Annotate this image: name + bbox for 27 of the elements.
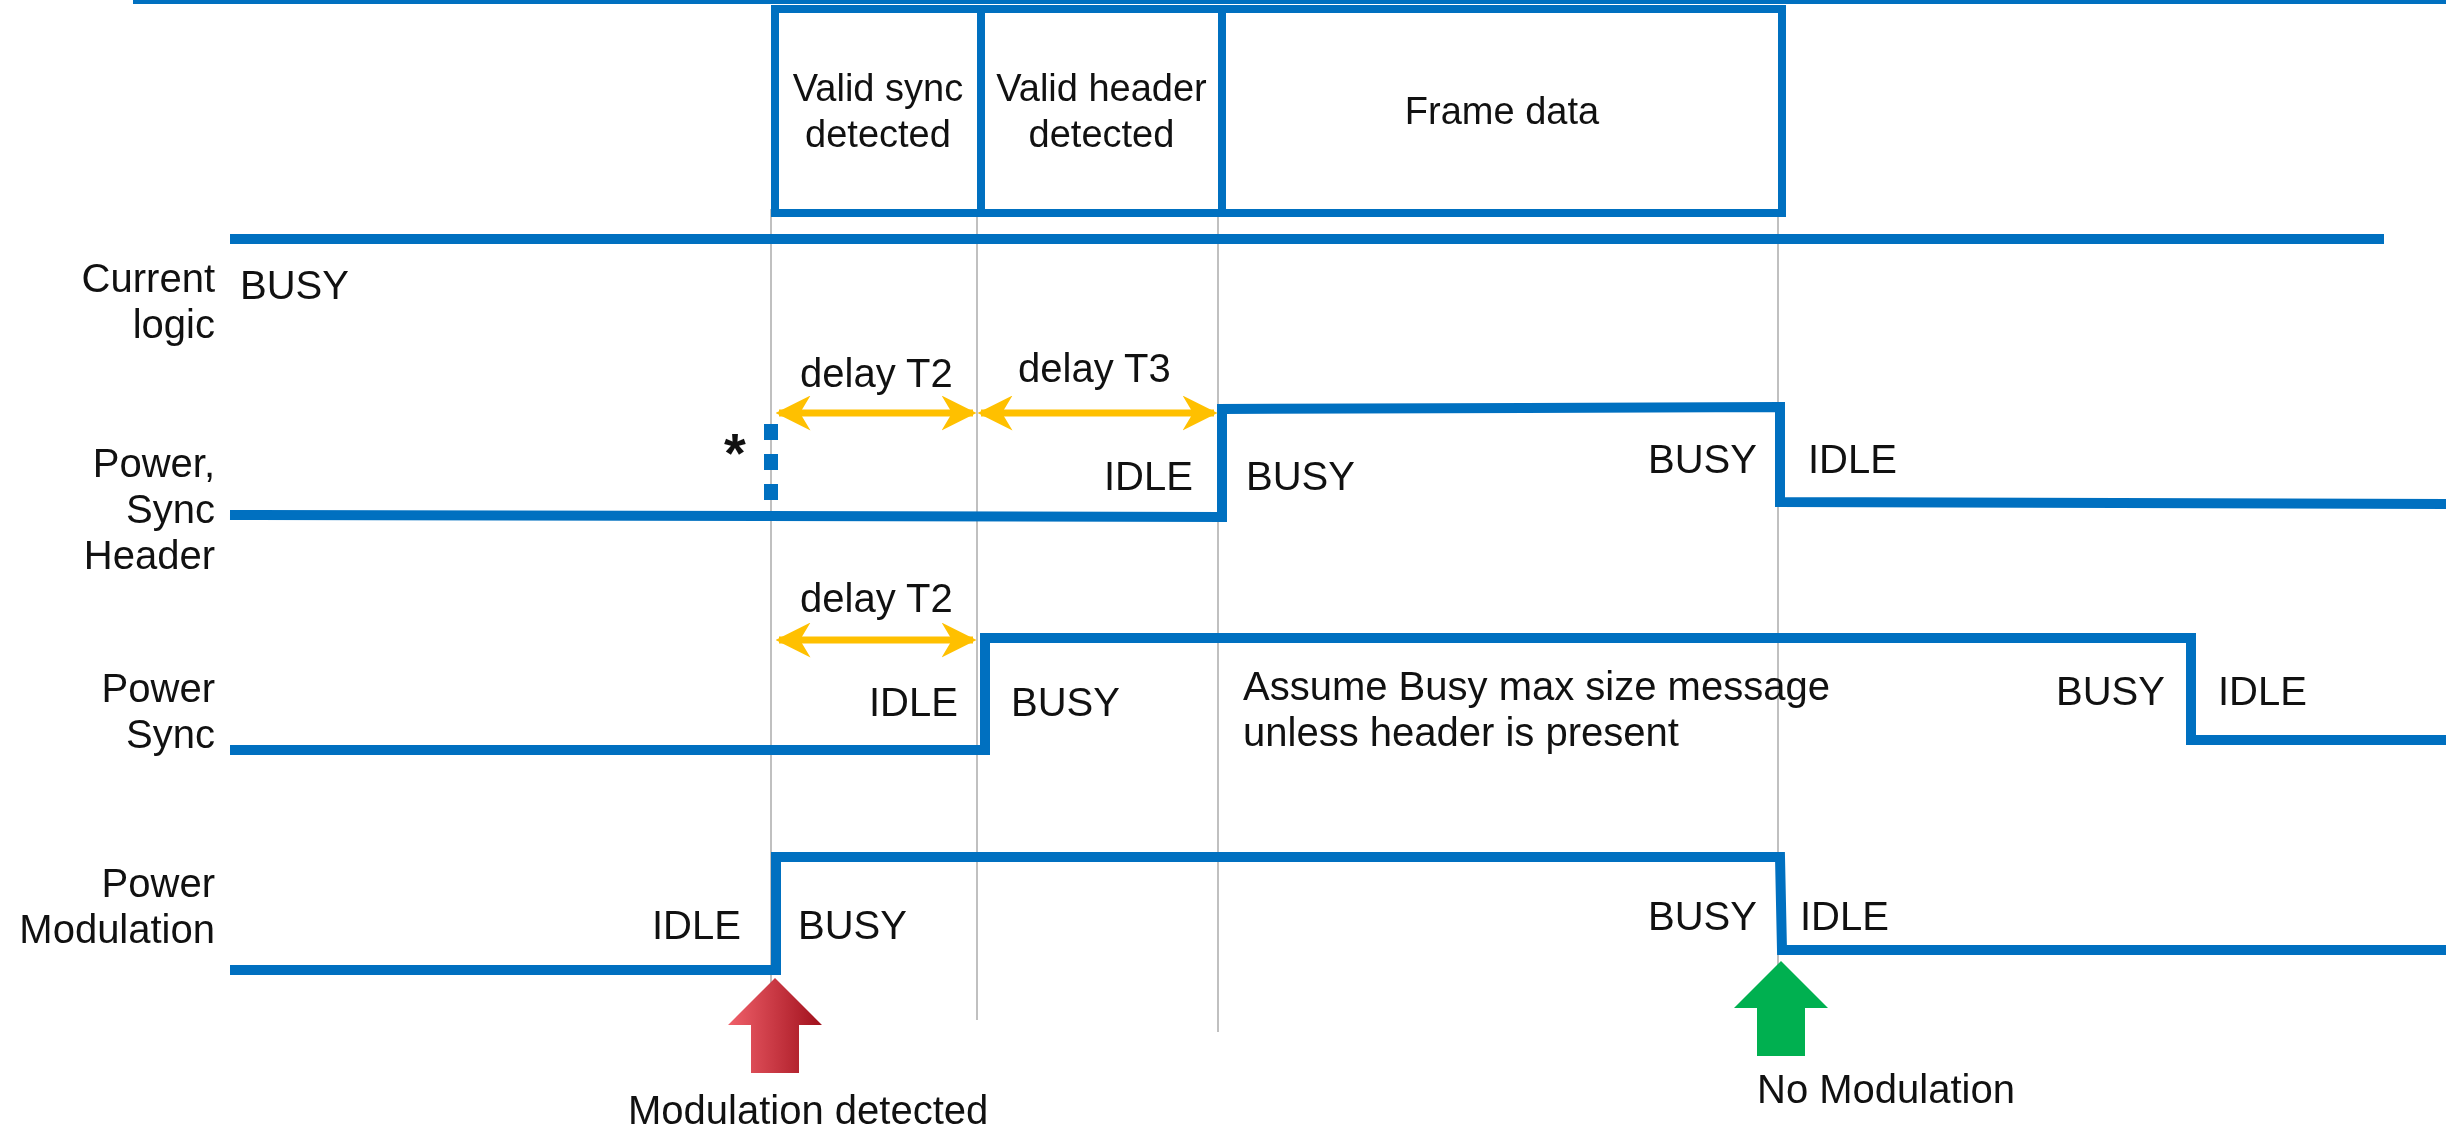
state-label: BUSY: [240, 262, 349, 308]
delay-label: delay T2: [800, 575, 953, 621]
phase-label: Valid sync detected: [791, 66, 965, 157]
state-label: IDLE: [1808, 436, 1897, 482]
phase-label: Frame data: [1404, 89, 1600, 134]
signal-name: Power Modulation: [18, 860, 215, 952]
state-label: BUSY: [1648, 436, 1757, 482]
state-label: IDLE: [652, 902, 741, 948]
delay-label: delay T3: [1018, 345, 1171, 391]
note-text: Assume Busy max size message unless header is present: [1243, 663, 1831, 755]
signal-name: Current logic: [80, 255, 215, 347]
signal-name: Power, Sync Header: [82, 440, 215, 578]
event-label: Modulation detected: [628, 1087, 989, 1133]
signal-name: Power Sync: [100, 665, 215, 757]
asterisk-mark: *: [724, 430, 746, 476]
state-label: IDLE: [1800, 893, 1889, 939]
state-label: BUSY: [2056, 668, 2165, 714]
state-label: IDLE: [2218, 668, 2307, 714]
state-label: IDLE: [869, 679, 958, 725]
delay-label: delay T2: [800, 350, 953, 396]
state-label: BUSY: [798, 902, 907, 948]
state-label: BUSY: [1011, 679, 1120, 725]
phase-label: Valid header detected: [995, 66, 1208, 157]
state-label: BUSY: [1246, 453, 1355, 499]
state-label: IDLE: [1104, 453, 1193, 499]
event-label: No Modulation: [1757, 1066, 2015, 1112]
state-label: BUSY: [1648, 893, 1757, 939]
